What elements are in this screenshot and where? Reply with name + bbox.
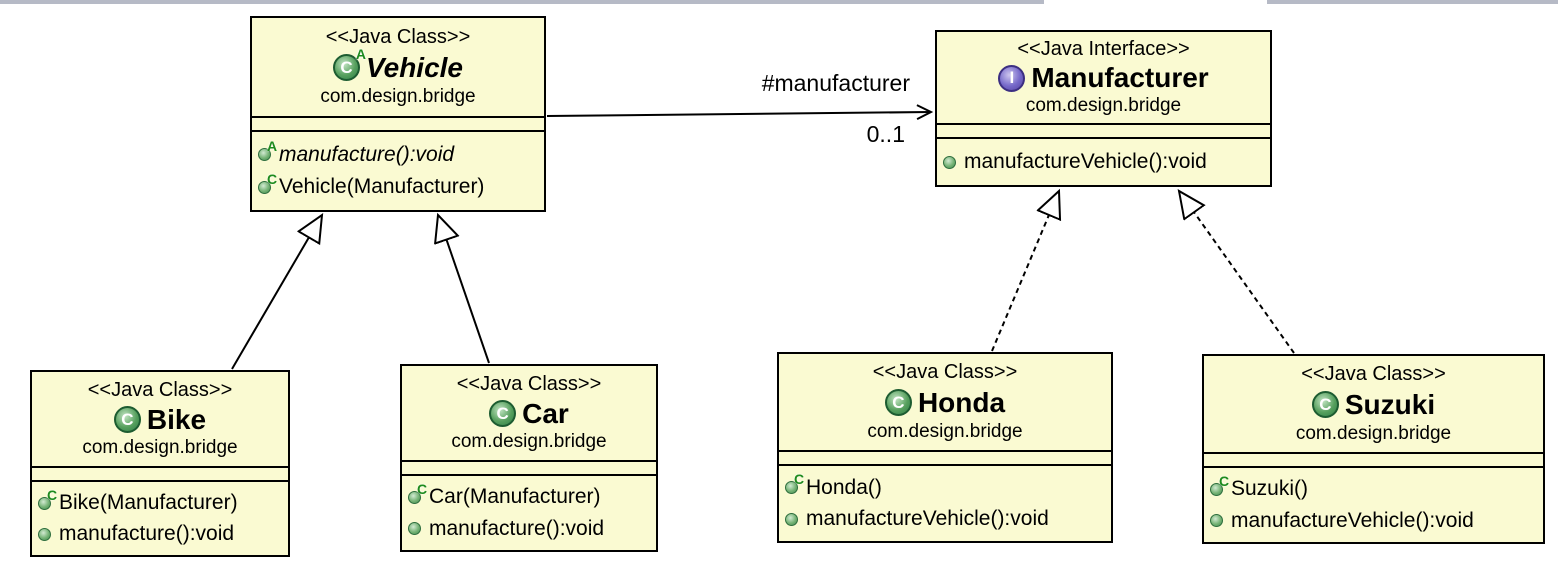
public-method-icon (1210, 514, 1223, 528)
package-label: com.design.bridge (867, 420, 1023, 442)
member-row[interactable]: C Car(Manufacturer) (408, 481, 650, 509)
class-box-suzuki[interactable]: <<Java Class>> C Suzuki com.design.bridg… (1202, 354, 1545, 544)
public-method-icon (785, 512, 798, 526)
generalization-edge-car-vehicle[interactable] (438, 215, 490, 364)
member-row[interactable]: C Honda() (785, 471, 1105, 500)
methods-compartment: manufactureVehicle():void (937, 139, 1270, 185)
member-row[interactable]: manufacture():void (408, 517, 650, 541)
fields-compartment (402, 462, 656, 476)
class-box-honda[interactable]: <<Java Class>> C Honda com.design.bridge… (777, 352, 1113, 543)
methods-compartment: A manufacture():void C Vehicle(Manufactu… (252, 132, 544, 210)
class-icon: C (113, 406, 141, 434)
member-label: Honda() (806, 475, 882, 499)
member-row[interactable]: manufactureVehicle():void (785, 507, 1105, 531)
package-label: com.design.bridge (320, 86, 476, 108)
abstract-badge: A (355, 46, 366, 63)
title-compartment: <<Java Class>> C Honda com.design.bridge (779, 354, 1111, 452)
class-icon: C (884, 389, 912, 417)
association-edge-vehicle-manufacturer[interactable] (546, 104, 934, 121)
member-label: Suzuki() (1231, 477, 1309, 501)
realization-edge-honda-manufacturer[interactable] (991, 191, 1059, 352)
interface-name: Manufacturer (1031, 62, 1209, 94)
member-label: Vehicle(Manufacturer) (279, 175, 485, 199)
class-icon: C (1311, 391, 1339, 419)
public-method-icon (408, 522, 421, 536)
methods-compartment: C Car(Manufacturer) manufacture():void (402, 476, 656, 550)
class-box-car[interactable]: <<Java Class>> C Car com.design.bridge C… (400, 364, 658, 552)
interface-icon: I (998, 64, 1026, 92)
member-label: Car(Manufacturer) (429, 485, 601, 509)
member-label: manufactureVehicle():void (806, 507, 1049, 531)
association-name-label: #manufacturer (761, 70, 910, 96)
member-label: Bike(Manufacturer) (59, 491, 238, 514)
title-compartment: <<Java Class>> C Suzuki com.design.bridg… (1204, 356, 1543, 454)
public-method-icon (943, 155, 956, 169)
methods-compartment: C Bike(Manufacturer) manufacture():void (32, 482, 288, 555)
member-label: manufactureVehicle():void (964, 150, 1207, 173)
constructor-icon: C (258, 171, 277, 194)
member-row[interactable]: A manufacture():void (258, 138, 538, 167)
package-label: com.design.bridge (1295, 422, 1452, 444)
class-box-bike[interactable]: <<Java Class>> C Bike com.design.bridge … (30, 370, 290, 557)
stereotype-label: <<Java Class>> (872, 361, 1018, 384)
methods-compartment: C Suzuki() manufactureVehicle():void (1204, 468, 1543, 542)
member-label: manufacture():void (59, 522, 235, 545)
fields-compartment (1204, 454, 1543, 468)
member-row[interactable]: C Suzuki() (1210, 473, 1537, 501)
title-compartment: <<Java Class>> C Car com.design.bridge (402, 366, 656, 462)
class-icon: C (489, 400, 517, 428)
association-multiplicity-label: 0..1 (866, 121, 905, 147)
fields-compartment (252, 118, 544, 132)
public-method-icon (38, 527, 51, 541)
fields-compartment (937, 125, 1270, 139)
constructor-icon: C (408, 481, 427, 504)
fields-compartment (32, 468, 288, 482)
stereotype-label: <<Java Class>> (325, 25, 471, 48)
interface-box-manufacturer[interactable]: <<Java Interface>> I Manufacturer com.de… (935, 30, 1272, 187)
class-name: Vehicle (365, 51, 463, 83)
member-row[interactable]: C Vehicle(Manufacturer) (258, 171, 538, 199)
constructor-icon: C (1210, 473, 1229, 496)
stereotype-label: <<Java Class>> (1301, 363, 1446, 386)
fields-compartment (779, 452, 1111, 466)
member-label: manufactureVehicle():void (1231, 508, 1474, 532)
package-label: com.design.bridge (82, 437, 238, 459)
window-edge-bar-right (1267, 0, 1558, 4)
generalization-edge-bike-vehicle[interactable] (231, 215, 322, 370)
member-row[interactable]: manufacture():void (38, 522, 282, 546)
package-label: com.design.bridge (451, 431, 607, 453)
stereotype-label: <<Java Interface>> (1017, 38, 1190, 61)
package-label: com.design.bridge (1025, 94, 1182, 116)
title-compartment: <<Java Interface>> I Manufacturer com.de… (937, 32, 1270, 125)
class-name: Car (522, 397, 569, 429)
class-name: Honda (917, 386, 1006, 418)
stereotype-label: <<Java Class>> (87, 378, 233, 401)
stereotype-label: <<Java Class>> (456, 372, 602, 395)
class-name: Suzuki (1344, 388, 1436, 420)
realization-edge-suzuki-manufacturer[interactable] (1179, 191, 1295, 354)
title-compartment: <<Java Class>> C Bike com.design.bridge (32, 372, 288, 468)
member-row[interactable]: manufactureVehicle():void (1210, 509, 1537, 533)
member-label: manufacture():void (279, 142, 455, 166)
member-row[interactable]: manufactureVehicle():void (943, 150, 1264, 174)
constructor-icon: C (38, 487, 57, 510)
window-edge-bar-left (0, 0, 1044, 4)
constructor-icon: C (785, 471, 804, 495)
methods-compartment: C Honda() manufactureVehicle():void (779, 466, 1111, 541)
member-label: manufacture():void (429, 516, 605, 540)
abstract-method-icon: A (258, 138, 277, 162)
member-row[interactable]: C Bike(Manufacturer) (38, 487, 282, 515)
class-name: Bike (146, 403, 207, 435)
